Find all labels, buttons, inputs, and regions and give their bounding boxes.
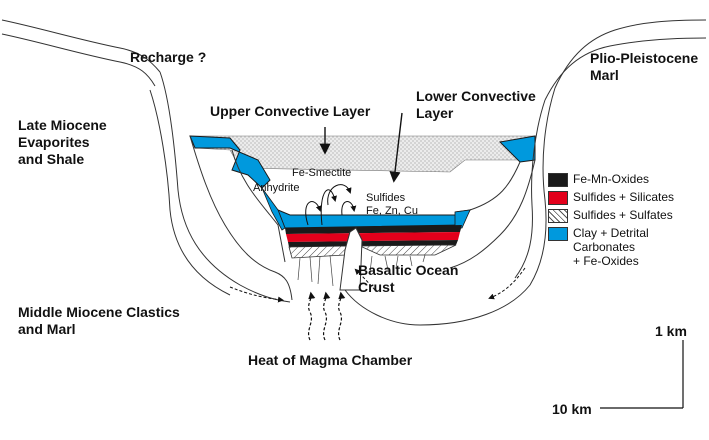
floor-clay-right-slope (454, 209, 471, 229)
basin-right-wall-3 (449, 159, 536, 269)
legend-label: Fe-Mn-Oxides (573, 172, 650, 186)
label-scale-horizontal: 10 km (552, 401, 592, 417)
label-middle-miocene-1: Middle Miocene Clastics (18, 304, 180, 320)
label-plio-pleistocene: Plio-Pleistocene (590, 50, 699, 66)
anhydrite-arrow-2 (320, 189, 337, 226)
legend-label-group: Clay + Detrital Carbonates + Fe-Oxides (573, 226, 649, 268)
basin-right-wall-4 (454, 161, 521, 213)
label-lower-convective-2: Layer (416, 105, 454, 121)
basin-inner-wall-left (189, 135, 293, 301)
legend-label-line2: Carbonates (573, 240, 636, 254)
label-marl: Marl (590, 67, 619, 83)
label-late-miocene-1: Late Miocene (18, 117, 107, 133)
label-basaltic-1: Basaltic Ocean (358, 262, 459, 278)
legend-item-clay-detrital: Clay + Detrital Carbonates + Fe-Oxides (548, 226, 649, 268)
surface-line-left-2 (1, 33, 156, 87)
label-late-miocene-2: Evaporites (18, 134, 90, 150)
floor-hatch-band (288, 245, 351, 259)
scale-bar (600, 340, 684, 409)
smectite-arrow (327, 184, 352, 206)
legend-item-sulfides-silicates: Sulfides + Silicates (548, 190, 674, 205)
floor-red-band (286, 232, 460, 242)
lower-convective-arrow (389, 112, 403, 183)
label-basaltic-2: Crust (358, 279, 395, 295)
basin-right-wall (344, 87, 556, 326)
floor-fe-mn-band (285, 225, 462, 234)
recharge-arrow-left (229, 286, 284, 303)
anhydrite-arrow-1 (305, 201, 322, 226)
recharge-arrow-right (488, 267, 526, 300)
label-sulfides-1: Sulfides (366, 192, 406, 204)
surface-line-right-2 (544, 37, 707, 101)
label-sulfides-2: Fe, Zn, Cu (366, 205, 418, 217)
legend-item-sulfides-sulfates: Sulfides + Sulfates (548, 208, 673, 223)
legend-label: Sulfides + Sulfates (573, 208, 673, 222)
legend-label-line3: + Fe-Oxides (573, 254, 639, 268)
label-anhydrite: Anhydrite (253, 182, 300, 194)
legend-swatch-blue (548, 227, 568, 241)
floor-hatch-band-right (359, 244, 457, 256)
floor-clay-left-slope (261, 187, 286, 231)
label-upper-convective: Upper Convective Layer (210, 103, 371, 119)
basin-outer-wall-2 (149, 89, 231, 296)
recharge-arrow-basalt (354, 268, 376, 291)
legend-label: Clay + Detrital (573, 226, 649, 240)
legend-swatch-hatch (548, 209, 568, 223)
upper-clay-layer-right (498, 135, 536, 163)
label-heat-magma: Heat of Magma Chamber (248, 352, 413, 368)
label-recharge: Recharge ? (130, 49, 207, 65)
basin-outer-wall (159, 71, 291, 303)
label-lower-convective-1: Lower Convective (416, 88, 536, 104)
label-scale-vertical: 1 km (655, 323, 687, 339)
crust-fractures (297, 254, 426, 287)
legend-label: Sulfides + Silicates (573, 190, 675, 204)
sulfide-arrow-1 (341, 201, 357, 216)
legend-item-fe-mn-oxides: Fe-Mn-Oxides (548, 172, 649, 187)
legend-swatch-red (548, 191, 568, 205)
legend-swatch-black (548, 173, 568, 187)
surface-line-right (554, 19, 707, 89)
basin-inner-wall-left-2 (231, 149, 286, 263)
surface-line-left (1, 19, 161, 73)
label-fe-smectite: Fe-Smectite (292, 167, 352, 179)
basin-right-wall-2 (514, 99, 546, 279)
label-middle-miocene-2: and Marl (18, 321, 76, 337)
label-late-miocene-3: and Shale (18, 151, 85, 167)
heat-arrows (307, 291, 346, 341)
